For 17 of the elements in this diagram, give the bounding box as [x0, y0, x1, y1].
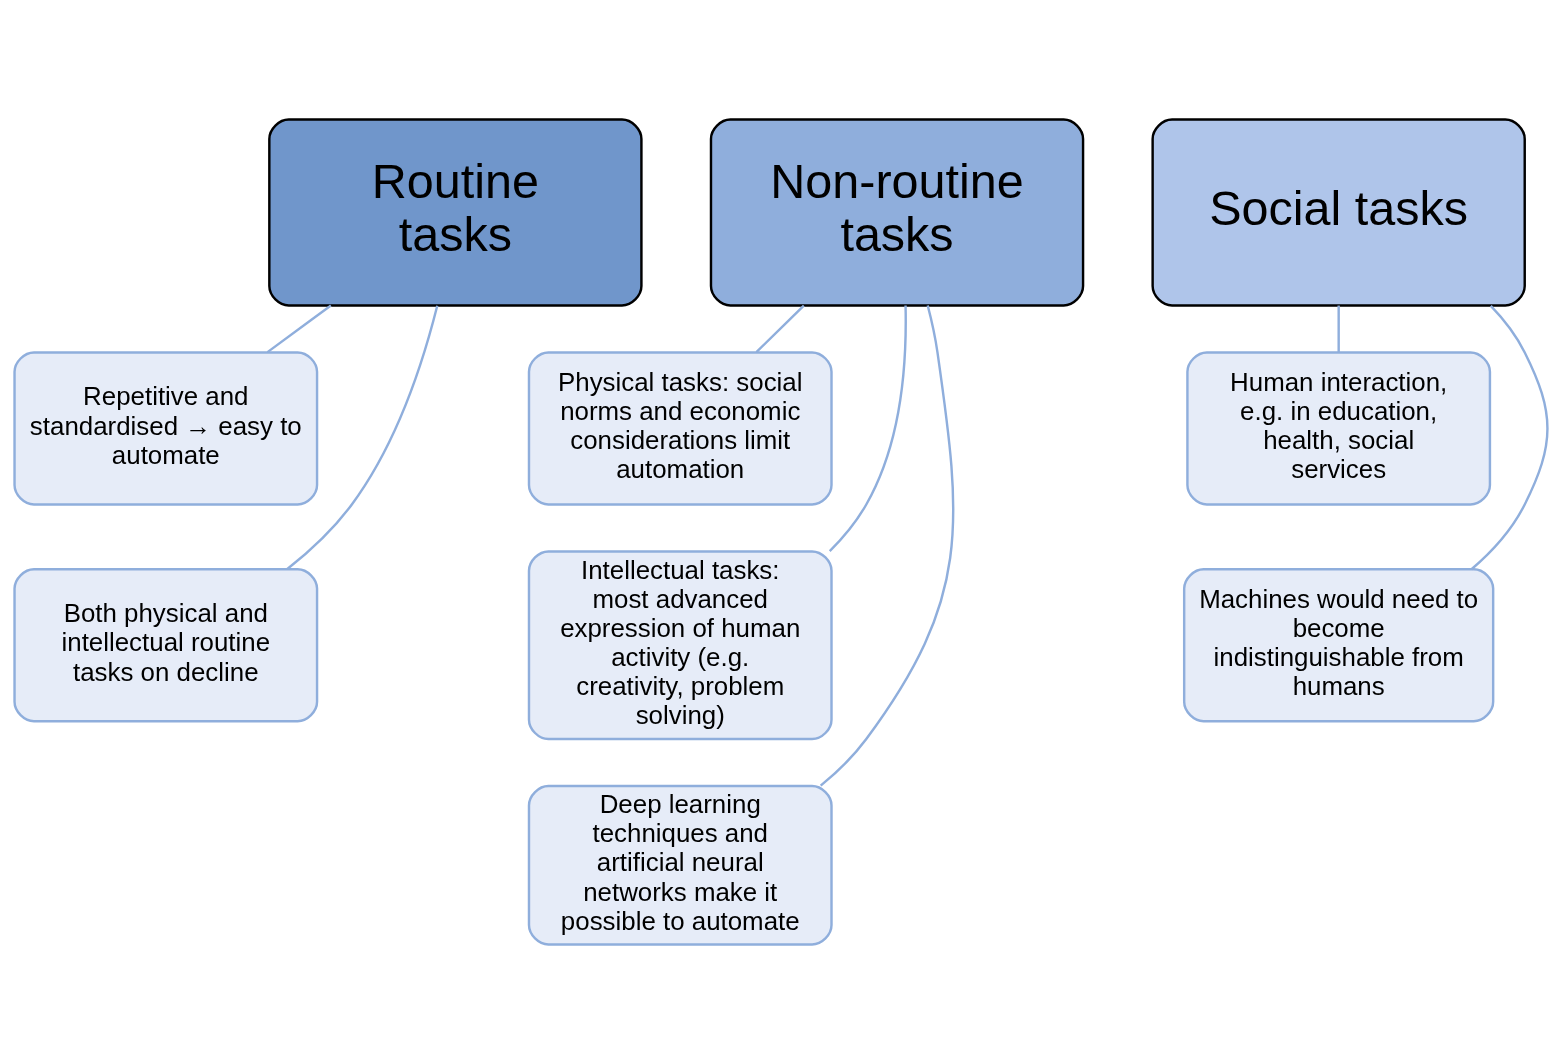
- connector: [286, 305, 439, 570]
- node-box: Intellectual tasks: most advanced expression of human activity (e.g. creativity, problem solving): [527, 550, 833, 741]
- node-box: Deep learning techniques and artificial neural networks make it possible to automate: [527, 784, 833, 946]
- node-box: Routine tasks: [268, 118, 643, 307]
- connector: [266, 304, 332, 354]
- connector: [1337, 305, 1340, 353]
- node-box: Machines would need to become indistinguishable from humans: [1182, 568, 1495, 723]
- connector: [1470, 305, 1549, 571]
- node-box: Repetitive and standardised → easy to automate: [13, 351, 319, 506]
- node-box: Non-routine tasks: [709, 118, 1085, 307]
- connector: [828, 305, 907, 552]
- node-box: Physical tasks: social norms and economic considerations limit automation: [527, 351, 833, 506]
- node-box: Both physical and intellectual routine tasks on decline: [13, 568, 319, 723]
- connector: [819, 305, 955, 787]
- node-box: Human interaction, e.g. in education, health, social services: [1186, 351, 1492, 506]
- node-box: Social tasks: [1151, 118, 1526, 307]
- connector: [755, 304, 805, 353]
